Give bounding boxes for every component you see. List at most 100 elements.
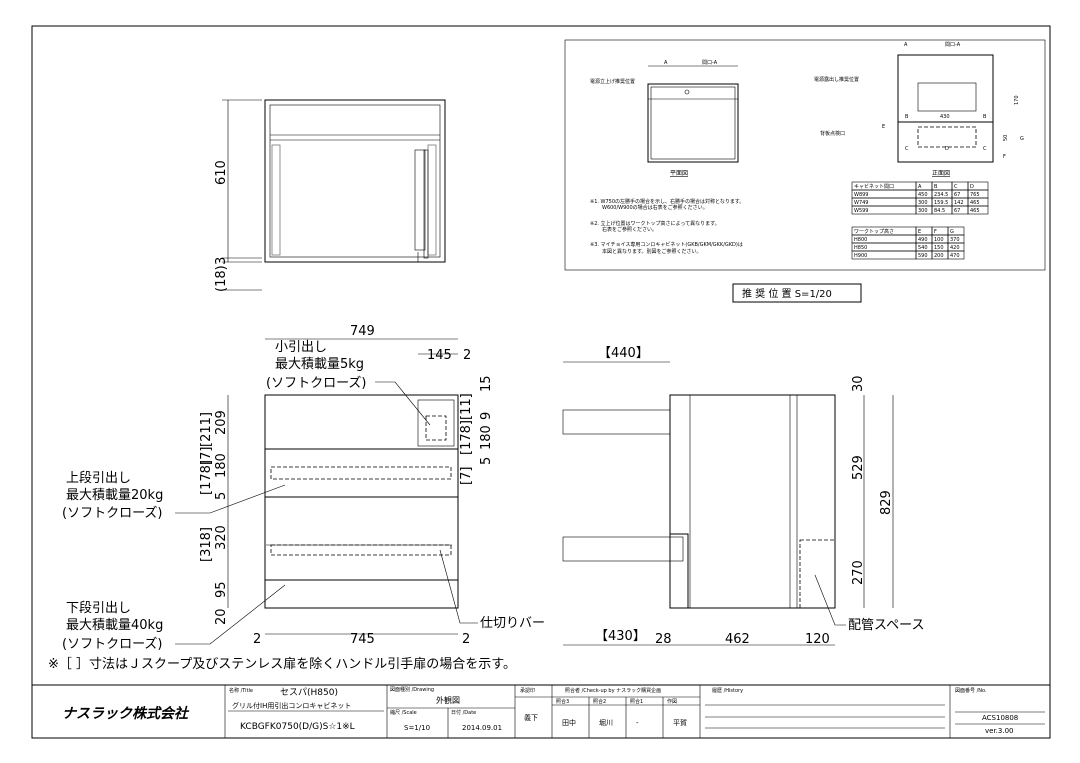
dim-B2: B: [983, 114, 987, 120]
scale: S=1/10: [404, 724, 430, 732]
model-number: KCBGFK0750(D/G)S☆1※L: [240, 722, 355, 732]
date-label: 日付 /Date: [451, 709, 476, 716]
table-cell: 590: [918, 253, 928, 259]
table-cell: 765: [970, 192, 980, 198]
dim-2a: 2: [463, 348, 471, 363]
approval-label: 承認印: [520, 687, 535, 694]
top-view-label: 平面図: [670, 170, 688, 177]
history-label: 履歴 /History: [712, 688, 743, 694]
callout-front: 電源露出し推奨位置: [814, 76, 859, 83]
dim-440: 【440】: [598, 346, 649, 361]
table-header: G: [950, 229, 954, 235]
dim-211: [211]: [199, 412, 214, 447]
dim-180: 180: [214, 453, 229, 478]
table-cell: 67: [954, 192, 960, 198]
dim-270: 270: [851, 560, 866, 585]
table-cell: W749: [854, 200, 869, 206]
table-cell: 84.5: [934, 208, 945, 214]
table-cell: 540: [918, 245, 928, 251]
sheet-border: [31, 25, 1051, 739]
dim-7: [7]: [199, 447, 214, 465]
check-signature: -: [636, 719, 639, 727]
lower-drawer-label: 下段引出し: [66, 601, 131, 616]
table-cell: 100: [934, 237, 944, 243]
dim-2r: 2: [462, 632, 470, 647]
dim-829: 829: [879, 490, 894, 515]
small-drawer-softclose: (ソフトクローズ): [266, 375, 367, 391]
dim-30: 30: [851, 375, 866, 392]
date: 2014.09.01: [462, 724, 502, 732]
note-2b: 右表をご参照ください。: [602, 226, 657, 233]
upper-drawer-softclose: (ソフトクローズ): [62, 505, 163, 521]
table-header: ワークトップ高さ: [854, 228, 894, 235]
dim-5b: 5: [479, 457, 494, 465]
dim-209: 209: [214, 410, 229, 435]
check-signature: 平賀: [673, 718, 687, 727]
note-1b: W600/W900の場合は右表をご参照ください。: [602, 204, 708, 211]
dim-opening2: 間口-A: [945, 42, 961, 48]
dim-7b: [7]: [459, 467, 474, 485]
dim-A: A: [664, 60, 668, 66]
side-view: 【440】 【430】 28 462 120 30 529 270 829 配管…: [562, 346, 924, 647]
check-col-label: 照合3: [556, 698, 569, 705]
dim-9: 9: [479, 412, 494, 420]
dim-178b: [178]: [459, 420, 474, 455]
front-view-label: 正面図: [932, 170, 950, 177]
table-cell: H850: [854, 245, 867, 251]
table-header: キャビネット間口: [854, 183, 894, 190]
table-header: F: [934, 229, 937, 235]
check-col-label: 作図: [667, 698, 677, 705]
check-col-label: 照合1: [630, 698, 643, 705]
dim-430: 【430】: [595, 629, 646, 644]
table-header: C: [954, 184, 958, 190]
piping-space-label: 配管スペース: [848, 618, 924, 633]
table-cell: 159.5: [934, 200, 948, 206]
table-cell: 450: [918, 192, 928, 198]
drawing-type: 外観図: [436, 695, 460, 705]
small-drawer-load: 最大積載量5kg: [275, 357, 364, 372]
check-signature: 堀川: [599, 718, 613, 727]
table-cell: 300: [918, 200, 928, 206]
upper-drawer-load: 最大積載量20kg: [66, 488, 163, 503]
caption-box: [732, 283, 862, 303]
footnote: ※［ ］寸法はＪスクープ及びステンレス扉を除くハンドル引手扉の場合を示す。: [48, 656, 516, 672]
product-desc: グリル付IH用引出コンロキャビネット: [232, 701, 351, 710]
dim-20: 20: [214, 608, 229, 625]
check-signature: 田中: [562, 718, 576, 727]
dim-F: F: [1003, 154, 1006, 160]
divider-bar-label: 仕切りバー: [480, 616, 545, 631]
callout-top: 電源立上げ推奨位置: [590, 78, 635, 85]
dim-430: 430: [940, 114, 950, 120]
dim-E: E: [882, 124, 885, 130]
table-header: E: [918, 229, 921, 235]
recommended-position-inset: A 間口-A 電源立上げ推奨位置 平面図 A 間口-A 電源露出し推奨位置 背板…: [564, 39, 1046, 271]
table-header: D: [970, 184, 974, 190]
inset-notes: ※1. W750の左勝手の場合を示し、右勝手の場合は対称となります。 W600/…: [590, 198, 744, 255]
dim-180b: 180: [479, 425, 494, 450]
front-view: 749 145 2 小引出し 最大積載量5kg (ソフトクローズ) 15 [11…: [62, 324, 545, 652]
dim-11: [11]: [459, 393, 474, 420]
note-3b: 本図と異なります。別図をご参照ください。: [602, 248, 702, 255]
table-cell: 67: [954, 208, 960, 214]
note-2: ※2. 立上げ位置はワークトップ高さによって異なります。: [590, 220, 720, 227]
dim-529: 529: [851, 455, 866, 480]
name-label: 名称 /Title: [229, 687, 253, 694]
callout-back: 背板点検口: [820, 130, 845, 137]
dim-D: D: [945, 146, 949, 152]
check-col-label: 照合2: [593, 698, 606, 705]
table-cell: 465: [970, 200, 980, 206]
upper-drawer-label: 上段引出し: [66, 471, 131, 486]
table-header: A: [918, 184, 922, 190]
table-cell: 470: [950, 253, 960, 259]
approver: 義下: [524, 713, 538, 722]
dim-610: 610: [214, 160, 229, 185]
dim-28: 28: [655, 632, 672, 647]
dim-120: 120: [805, 632, 830, 647]
drawing-number: ACS10808: [982, 714, 1018, 722]
table-cell: 420: [950, 245, 960, 251]
table-cell: 142: [954, 200, 964, 206]
dim-749: 749: [350, 324, 375, 339]
dim-145: 145: [427, 348, 452, 363]
company-logo: ナスラック株式会社: [62, 705, 190, 722]
